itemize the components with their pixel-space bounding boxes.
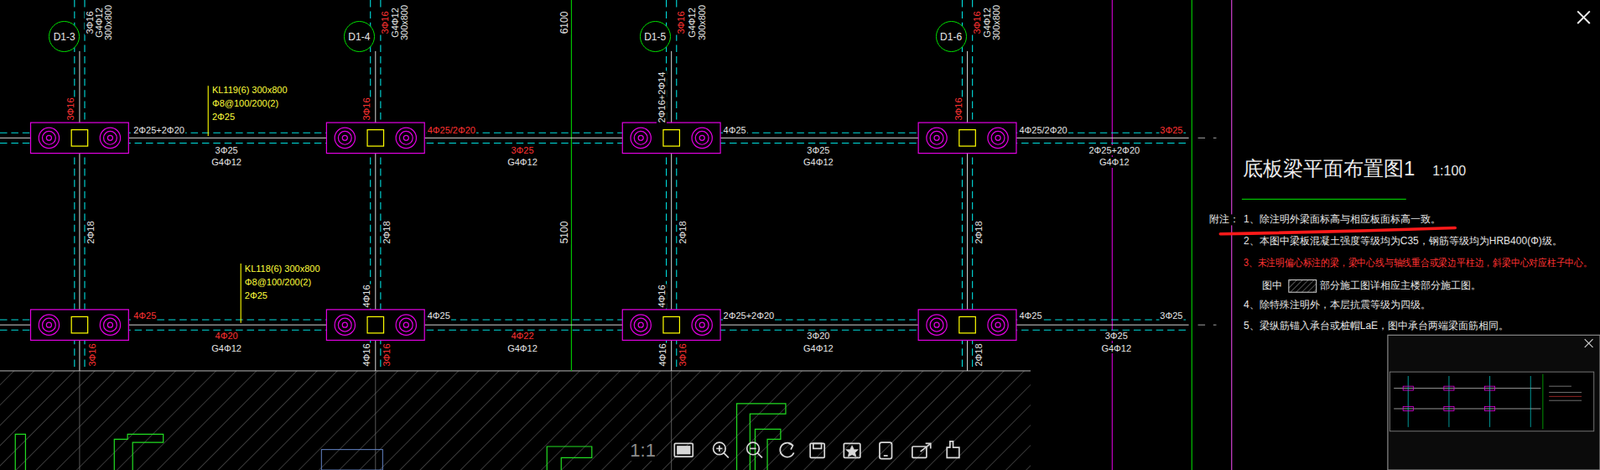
rebar-label: 3Φ25 (509, 145, 535, 156)
note-text: 4、除特殊注明外，本层抗震等级为四级。 (1242, 299, 1432, 311)
beam-callout: 2Φ25 (211, 111, 236, 122)
rebar-label: 2Φ25+2Φ20 (1087, 145, 1141, 156)
rebar-label: G4Φ12 (210, 342, 243, 354)
rebar-label: 3Φ20 (805, 330, 831, 341)
beam-callout: 2Φ25 (244, 290, 269, 301)
axis-bubble: D1-5 (639, 20, 671, 52)
rebar-label: G4Φ12 (802, 342, 835, 354)
rebar-label: G4Φ12 (506, 156, 539, 167)
rebar-label: 3Φ16 (953, 97, 964, 122)
rebar-label: 3Φ16 (379, 10, 390, 35)
rebar-label: 3Φ25 (214, 145, 239, 156)
rebar-label: 4Φ25/2Φ20 (426, 124, 477, 135)
rebar-label: 2Φ16+2Φ14 (655, 70, 666, 124)
rebar-label: 3Φ16 (677, 342, 688, 368)
axis-label: D1-4 (348, 31, 370, 42)
rebar-label: 4Φ25 (722, 124, 748, 135)
rebar-label: 4Φ25/2Φ20 (1018, 124, 1068, 135)
rebar-label: 3Φ16 (65, 97, 76, 122)
axis-bubble: D1-4 (343, 20, 375, 52)
rebar-label: 3Φ16 (361, 97, 372, 122)
rebar-label: 3Φ25 (1104, 330, 1129, 341)
rebar-label: 3Φ16 (971, 10, 982, 35)
rebar-label: 3Φ16 (86, 342, 97, 368)
rebar-label: 2Φ18 (973, 342, 984, 368)
rebar-label: 3Φ25 (1158, 124, 1184, 135)
rebar-label: G4Φ12 (210, 156, 243, 167)
section-label: 300x800 (399, 4, 410, 42)
scale-label: 1:100 (1431, 164, 1467, 180)
rebar-label: 4Φ16 (361, 283, 372, 308)
note-text: 3、未注明偏心标注的梁，梁中心线与轴线重合或梁边平柱边，斜梁中心对应柱子中心。 (1242, 257, 1594, 269)
dimension: 6100 (560, 10, 572, 35)
rebar-label: 3Φ25 (1158, 310, 1184, 321)
rebar-label: G4Φ12 (506, 342, 539, 354)
note-heading: 附注： (1208, 213, 1241, 225)
zoom-ratio: 1:1 (628, 440, 657, 461)
beam-callout: Φ8@100/200(2) (211, 98, 280, 109)
rebar-label: 4Φ25 (132, 310, 157, 321)
note-text: 2、本图中梁板混凝土强度等级均为C35，钢筋等级均为HRB400(Φ)级。 (1242, 236, 1564, 248)
rebar-label: 4Φ16 (655, 283, 666, 308)
beam-callout: KL119(6) 300x800 (211, 84, 289, 95)
dimension: 5100 (560, 220, 572, 245)
beam-callout: KL118(6) 300x800 (244, 263, 322, 274)
rebar-label: 4Φ25 (1018, 310, 1043, 321)
drawing-title: 底板梁平面布置图1 (1241, 157, 1416, 180)
beam-callout: Φ8@100/200(2) (244, 276, 312, 287)
axis-bubble: D1-6 (935, 20, 967, 52)
rebar-label: G4Φ12 (802, 156, 835, 167)
section-label: 300x800 (991, 4, 1002, 42)
rebar-label: 2Φ18 (677, 220, 688, 245)
note-text: 1、除注明外梁面标高与相应板面标高一致。 (1242, 213, 1442, 225)
section-label: 300x800 (103, 4, 114, 42)
rebar-label: G4Φ12 (686, 6, 697, 39)
rebar-label: 2Φ25+2Φ20 (132, 124, 186, 135)
rebar-label: 2Φ25+2Φ20 (722, 310, 776, 321)
note-text: 5、梁纵筋锚入承台或桩帽LaE，图中承台两端梁面筋相同。 (1242, 321, 1510, 333)
rebar-label: 2Φ18 (85, 220, 96, 245)
rebar-label: 4Φ20 (214, 330, 239, 341)
axis-bubble: D1-3 (48, 20, 80, 52)
rebar-label: 4Φ22 (509, 330, 535, 341)
rebar-label: G4Φ12 (1100, 342, 1133, 354)
rebar-label: 2Φ18 (381, 220, 392, 245)
rebar-label: 4Φ25 (426, 310, 452, 321)
rebar-label: 3Φ25 (805, 145, 831, 156)
axis-label: D1-5 (644, 31, 666, 42)
rebar-label: 4Φ16 (361, 342, 372, 368)
axis-label: D1-3 (53, 31, 76, 42)
rebar-label: 3Φ16 (381, 342, 392, 368)
rebar-label: G4Φ12 (981, 6, 993, 39)
note-text: 图中 (1261, 280, 1284, 291)
rebar-label: G4Φ12 (1098, 156, 1131, 167)
note-text: 部分施工图详相应主楼部分施工图。 (1319, 280, 1482, 291)
axis-label: D1-6 (940, 31, 962, 42)
rebar-label: 4Φ16 (657, 342, 668, 368)
rebar-label: 2Φ18 (973, 220, 984, 245)
rebar-label: 3Φ16 (675, 10, 686, 35)
section-label: 300x800 (696, 4, 707, 42)
